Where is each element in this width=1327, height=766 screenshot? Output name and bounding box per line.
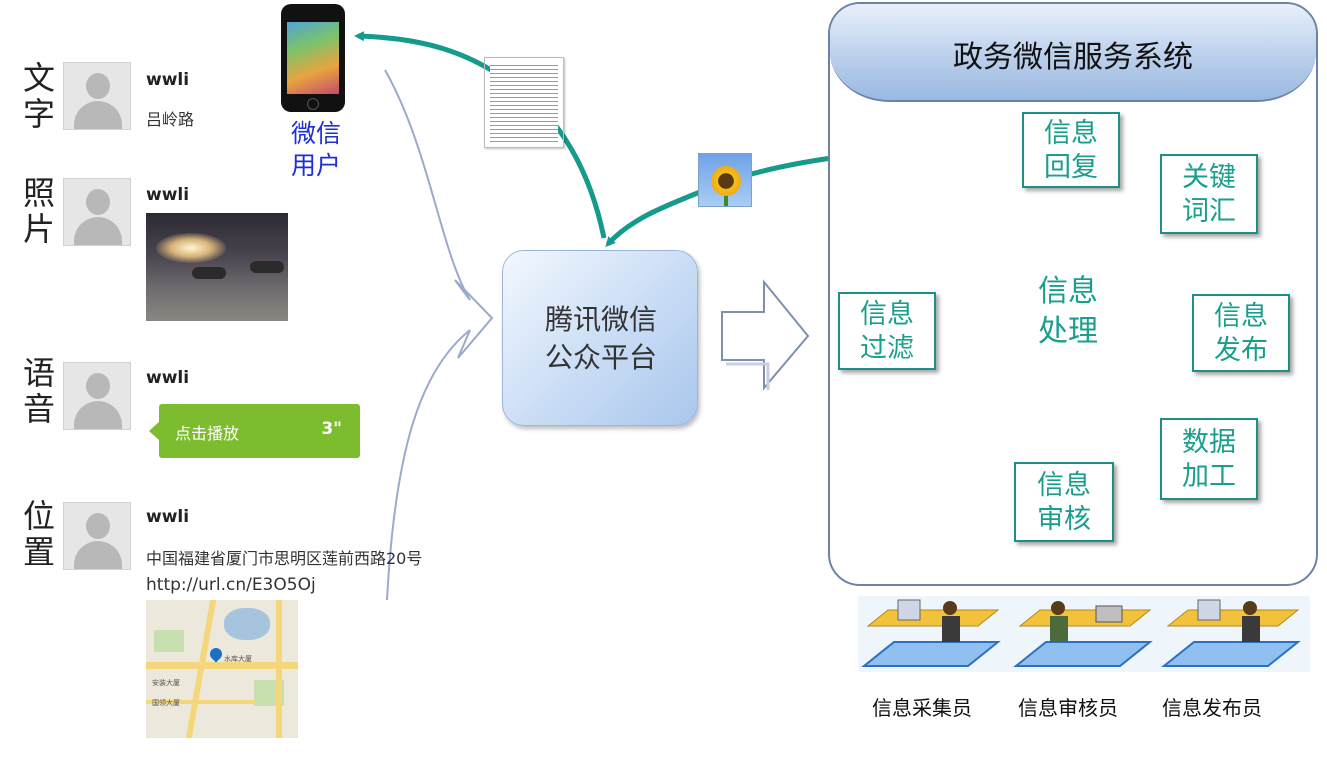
- reply-to-user-arrow: [354, 31, 607, 239]
- category-photo: 照片: [22, 174, 55, 248]
- wechat-public-platform-box: 腾讯微信 公众平台: [502, 250, 698, 426]
- category-text: 文字: [22, 59, 55, 133]
- map-pin-icon: [207, 645, 225, 663]
- wechat-user-label: 微信 用户: [290, 119, 341, 180]
- location-map-thumbnail[interactable]: 水库大厦 安装大厦 国领大厦: [146, 600, 298, 738]
- system-title: 政务微信服务系统: [953, 40, 1193, 75]
- workstation-reviewer-icon: [1013, 601, 1153, 667]
- voice-message-bubble[interactable]: 点击播放 3": [149, 404, 360, 458]
- text-message: 吕岭路: [146, 110, 195, 129]
- location-url[interactable]: http://url.cn/E3O5Oj: [146, 575, 316, 595]
- avatar: [63, 502, 131, 570]
- smartphone-icon: [281, 4, 345, 112]
- avatar: [63, 178, 131, 246]
- node-keywords: 关键词汇: [1160, 154, 1258, 234]
- node-data-processing: 数据加工: [1160, 418, 1258, 500]
- platform-to-system-arrow: [721, 279, 810, 391]
- info-processing-label: 信息 处理: [1038, 274, 1098, 349]
- staff-reviewer-label: 信息审核员: [1018, 696, 1118, 720]
- sunflower-image-icon: [698, 153, 752, 207]
- staff-publisher-label: 信息发布员: [1162, 696, 1262, 720]
- avatar: [63, 62, 131, 130]
- node-info-review: 信息审核: [1014, 462, 1114, 542]
- funnel-lines: [384, 69, 494, 601]
- username: wwli: [146, 507, 190, 527]
- photo-message-image[interactable]: [146, 213, 288, 321]
- system-title-banner: 政务微信服务系统: [830, 4, 1316, 102]
- category-location: 位置: [22, 497, 55, 571]
- username: wwli: [146, 185, 190, 205]
- username: wwli: [146, 368, 190, 388]
- voice-play-label: 点击播放: [175, 424, 240, 443]
- node-info-reply: 信息回复: [1022, 112, 1120, 188]
- staff-collector-label: 信息采集员: [872, 696, 972, 720]
- voice-duration: 3": [321, 419, 342, 439]
- node-info-publish: 信息发布: [1192, 294, 1290, 372]
- text-document-icon: [484, 57, 564, 148]
- workstation-publisher-icon: [1161, 599, 1301, 667]
- category-voice: 语音: [22, 354, 55, 428]
- node-info-filter: 信息过滤: [838, 292, 936, 370]
- avatar: [63, 362, 131, 430]
- workstation-collector-icon: [861, 599, 1001, 667]
- location-address: 中国福建省厦门市思明区莲前西路20号: [146, 549, 423, 568]
- staff-illustration: [858, 596, 1310, 672]
- username: wwli: [146, 70, 190, 90]
